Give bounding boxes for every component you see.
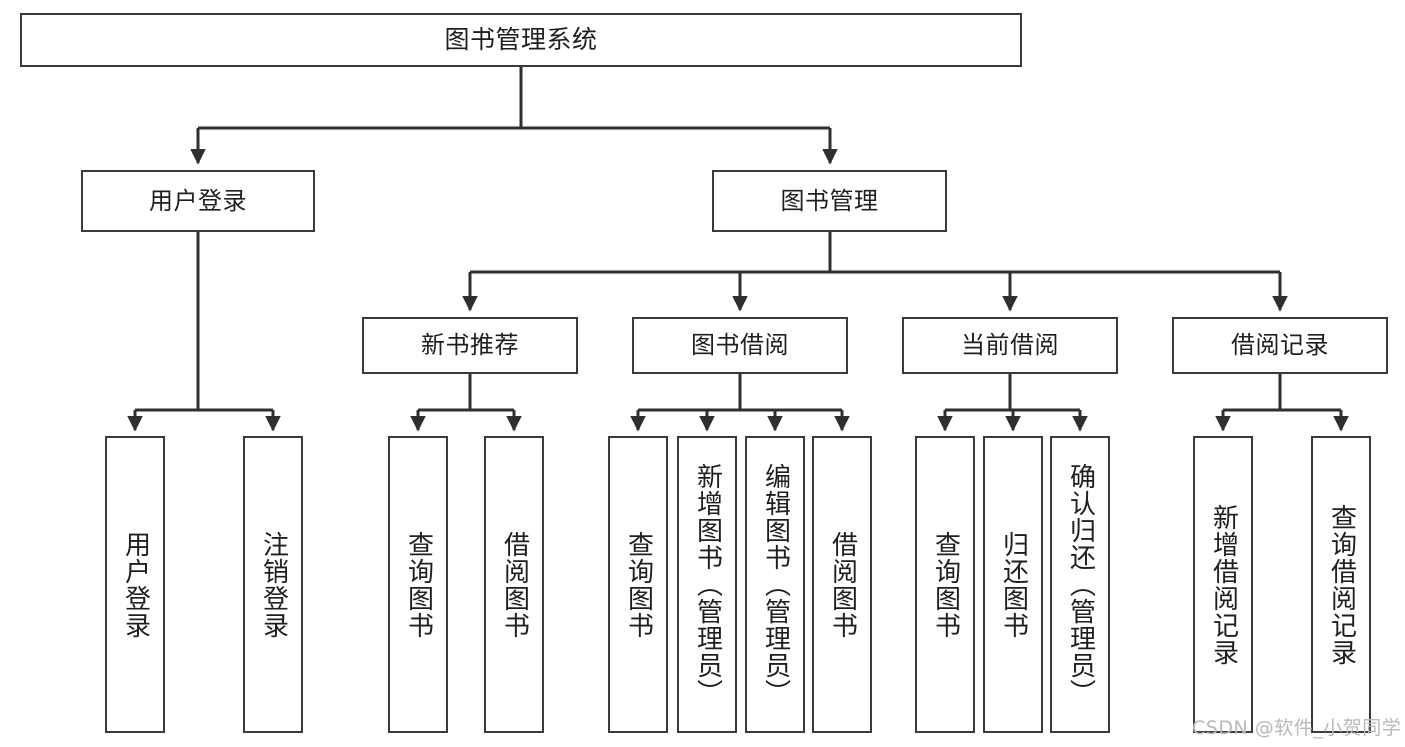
- node-label: 确认归还（管理员）: [1065, 463, 1096, 706]
- leaf-confirm-return-admin[interactable]: 确认归还（管理员）: [1050, 436, 1110, 733]
- node-label: 当前借阅: [961, 331, 1059, 360]
- node-label: 用户登录: [120, 530, 151, 639]
- node-label: 用户登录: [149, 186, 247, 215]
- node-current-borrow[interactable]: 当前借阅: [902, 317, 1118, 374]
- node-book-management[interactable]: 图书管理: [712, 170, 947, 232]
- node-label: 图书借阅: [691, 331, 789, 360]
- leaf-query-book-current[interactable]: 查询图书: [915, 436, 975, 733]
- node-borrow-record[interactable]: 借阅记录: [1172, 317, 1388, 374]
- leaf-user-login[interactable]: 用户登录: [105, 436, 165, 733]
- node-label: 查询图书: [403, 530, 434, 639]
- node-label: 图书管理: [780, 186, 879, 215]
- leaf-edit-book-admin[interactable]: 编辑图书（管理员）: [745, 436, 805, 733]
- node-label: 借阅图书: [499, 530, 530, 639]
- node-label: 归还图书: [998, 530, 1029, 639]
- node-label: 借阅记录: [1231, 331, 1329, 360]
- node-book-borrow[interactable]: 图书借阅: [632, 317, 848, 374]
- node-label: 新增图书（管理员）: [692, 463, 723, 706]
- node-label: 编辑图书（管理员）: [760, 463, 791, 706]
- node-root-system[interactable]: 图书管理系统: [20, 13, 1022, 67]
- leaf-add-borrow-record[interactable]: 新增借阅记录: [1193, 436, 1253, 733]
- node-label: 新书推荐: [421, 331, 519, 360]
- leaf-borrow-book-recommend[interactable]: 借阅图书: [484, 436, 544, 733]
- node-user-login[interactable]: 用户登录: [81, 170, 315, 232]
- node-label: 查询借阅记录: [1326, 503, 1357, 666]
- node-label: 查询图书: [930, 530, 961, 639]
- leaf-query-borrow-record[interactable]: 查询借阅记录: [1311, 436, 1371, 733]
- leaf-user-logout[interactable]: 注销登录: [243, 436, 303, 733]
- leaf-add-book-admin[interactable]: 新增图书（管理员）: [677, 436, 737, 733]
- node-label: 新增借阅记录: [1208, 503, 1239, 666]
- node-new-book-recommend[interactable]: 新书推荐: [362, 317, 578, 374]
- leaf-query-book-recommend[interactable]: 查询图书: [388, 436, 448, 733]
- node-label: 查询图书: [623, 530, 654, 639]
- leaf-borrow-book[interactable]: 借阅图书: [812, 436, 872, 733]
- node-label: 借阅图书: [827, 530, 858, 639]
- node-label: 图书管理系统: [444, 25, 598, 55]
- leaf-return-book[interactable]: 归还图书: [983, 436, 1043, 733]
- node-label: 注销登录: [258, 530, 289, 639]
- leaf-query-book-borrow[interactable]: 查询图书: [608, 436, 668, 733]
